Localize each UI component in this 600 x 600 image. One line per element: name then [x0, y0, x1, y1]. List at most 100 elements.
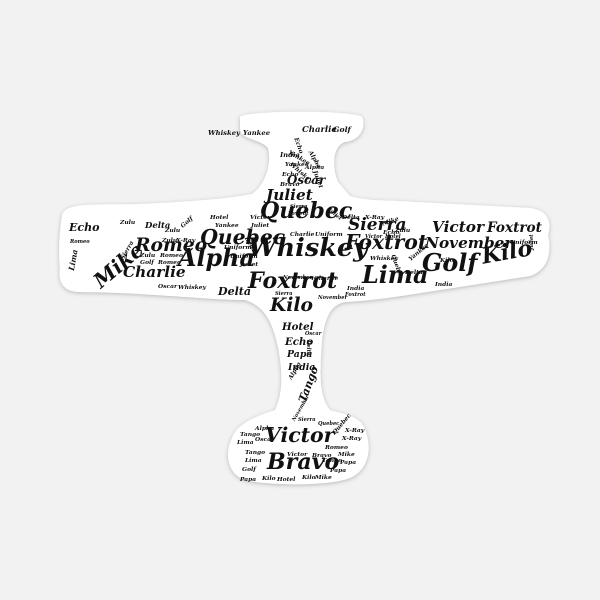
word-tango: Tango — [245, 449, 266, 456]
word-kilo: Kilo — [440, 257, 454, 264]
airplane-silhouette — [59, 111, 550, 485]
word-echo: Echo — [285, 336, 314, 348]
word-whiskey: Whiskey — [178, 284, 206, 291]
word-golf: Golf — [422, 249, 478, 277]
word-quebec: Quebec — [200, 225, 286, 249]
word-romeo: Romeo — [135, 234, 208, 256]
word-yankee: Yankee — [215, 222, 239, 229]
word-uniform: Uniform — [510, 239, 538, 246]
word-oscar: Oscar — [287, 173, 326, 187]
word-papa: Papa — [340, 459, 357, 466]
word-foxtrot: Foxtrot — [345, 230, 428, 254]
word-victor: Victor — [287, 451, 308, 458]
word-romeo: Romeo — [160, 252, 183, 259]
word-sierra: Sierra — [275, 291, 293, 297]
word-sierra: Sierra — [298, 417, 316, 423]
word-oscar: Oscar — [158, 283, 178, 290]
word-tango: Tango — [240, 431, 261, 438]
word-victor: Victor — [432, 218, 485, 236]
word-sierra: Sierra — [290, 204, 308, 210]
word-zulu: Zulu — [120, 219, 136, 226]
word-romeo: Romeo — [325, 444, 348, 451]
word-zulu: Zulu — [165, 227, 181, 234]
word-hotel: Hotel — [210, 214, 229, 221]
word-romeo: Romeo — [158, 259, 181, 266]
word-bravo: Bravo — [280, 181, 300, 188]
word-papa: Papa — [287, 349, 313, 360]
word-juliet: Juliet — [266, 186, 313, 204]
word-charlie: Charlie — [123, 263, 186, 281]
word-zulu: Zulu — [395, 227, 411, 234]
word-lima: Lima — [245, 457, 262, 464]
word-oscar: Oscar — [255, 436, 275, 443]
word-uniform: Uniform — [230, 253, 258, 260]
word-delta: Delta — [342, 214, 360, 221]
word-foxtrot: Foxtrot — [487, 220, 542, 236]
word-x-ray: X-Ray — [365, 214, 385, 221]
word-foxtrot: Foxtrot — [345, 292, 366, 298]
word-delta: Delta — [405, 269, 423, 276]
word-papa: Papa — [240, 476, 257, 483]
word-charlie: Charlie — [314, 275, 339, 282]
word-golf: Golf — [140, 259, 154, 266]
word-alpha: Alpha — [255, 425, 275, 432]
word-echo: Echo — [383, 229, 400, 236]
word-golf: Golf — [242, 466, 256, 473]
word-hotel: Hotel — [277, 476, 296, 483]
word-yankee: Yankee — [285, 161, 309, 168]
word-whiskey: Whiskey — [248, 233, 368, 263]
word-whiskey: Whiskey — [208, 129, 240, 137]
word-charlie: Charlie — [290, 231, 315, 238]
word-kilo: Kilo — [302, 474, 316, 481]
word-victor: Victor — [365, 234, 383, 240]
word-lima: Lima — [362, 261, 429, 289]
word-kilo: Kilo — [270, 294, 313, 316]
word-foxtrot: Foxtrot — [288, 211, 309, 217]
word-x-ray: X-Ray — [176, 237, 196, 244]
word-mike: Mike — [338, 451, 355, 458]
word-hotel: Hotel — [385, 234, 401, 240]
word-bravo: Bravo — [267, 449, 340, 475]
word-foxtrot: Foxtrot — [248, 268, 338, 294]
word-bravo: Bravo — [312, 452, 332, 459]
word-uniform: Uniform — [315, 231, 343, 238]
word-quebec: Quebec — [260, 198, 353, 224]
word-juliet: Juliet — [251, 222, 270, 229]
word-alpha: Alpha — [305, 164, 325, 171]
word-tango: Tango — [322, 457, 343, 464]
word-zulu: Zulu — [140, 252, 156, 259]
word-x-ray: X-Ray — [342, 435, 362, 442]
word-india: India — [435, 281, 453, 288]
word-india: India — [280, 151, 300, 159]
word-november: November — [425, 234, 513, 252]
word-victor: Victor — [250, 214, 271, 221]
word-victor: Victor — [265, 423, 335, 447]
word-golf: Golf — [333, 125, 351, 134]
word-whiskey: Whiskey — [370, 255, 398, 262]
word-november: November — [318, 295, 348, 301]
word-zulu: Zulu — [162, 237, 178, 244]
word-alpha: Alpha — [178, 244, 255, 272]
word-romeo: Romeo — [70, 239, 90, 245]
word-yankee: Yankee — [243, 129, 271, 137]
word-kilo: Kilo — [262, 475, 276, 482]
word-juliet: Juliet — [240, 261, 259, 268]
word-x-ray: X-Ray — [345, 427, 365, 434]
word-uniform: Uniform — [224, 244, 252, 251]
word-echo: Echo — [69, 221, 100, 234]
word-india: India — [347, 285, 365, 292]
word-delta: Delta — [218, 285, 252, 298]
word-lima: Lima — [237, 439, 254, 446]
word-oscar: Oscar — [305, 331, 322, 337]
word-india: India — [288, 362, 316, 373]
word-mike: Mike — [315, 474, 332, 481]
word-echo: Echo — [282, 171, 299, 178]
word-sierra: Sierra — [348, 215, 407, 235]
word-delta: Delta — [145, 221, 171, 231]
word-november: November — [283, 275, 313, 281]
word-charlie: Charlie — [302, 125, 337, 135]
word-papa: Papa — [330, 467, 347, 474]
word-hotel: Hotel — [282, 321, 314, 333]
word-quebec: Quebec — [318, 421, 340, 427]
